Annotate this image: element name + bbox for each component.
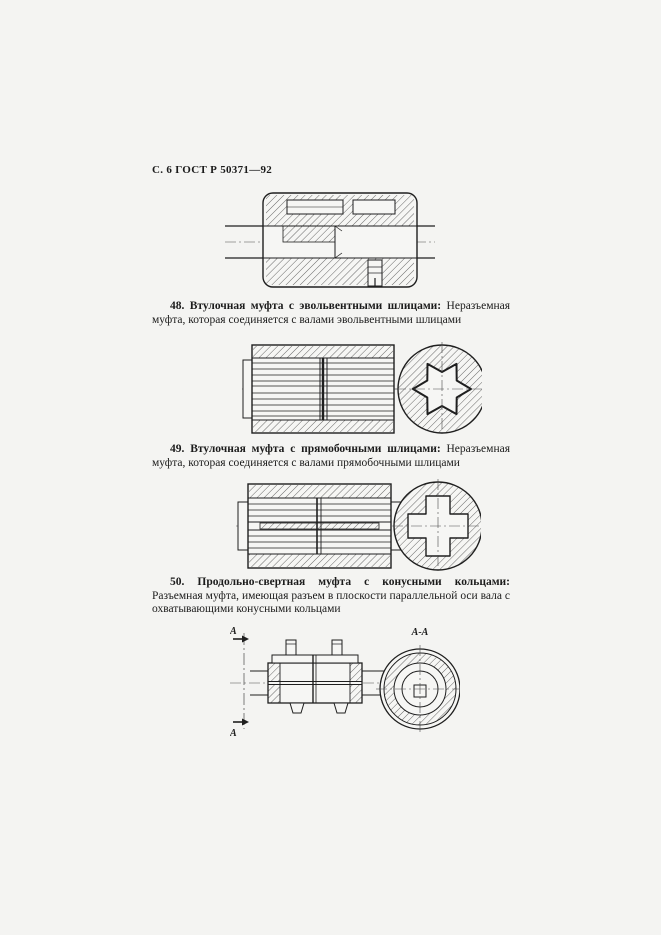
entry-50: 50. Продольно-свертная муфта с конусными… xyxy=(152,576,510,617)
entry-48: 48. Втулочная муфта с эвольвентными шлиц… xyxy=(152,300,510,327)
section-cut-label-top: А xyxy=(230,626,237,637)
sleeve-coupling-svg xyxy=(225,192,435,288)
entry-48-definition: Неразъемная муфта, которая соединяется с… xyxy=(152,300,511,326)
section-cut-label-bottom: А xyxy=(230,728,237,738)
figure-split-coupling-drawing: А А А-А xyxy=(230,623,661,738)
entry-49-definition: Неразъемная муфта, которая соединяется с… xyxy=(152,443,510,469)
involute-spline-svg xyxy=(242,342,482,436)
entry-48-number: 48. xyxy=(170,300,185,312)
section-label: А-А xyxy=(411,627,429,638)
figure-involute-spline-drawing xyxy=(242,339,661,439)
entry-50-term: Продольно-свертная муфта с конусными кол… xyxy=(197,576,510,588)
entry-49: 49. Втулочная муфта с прямобочными шлица… xyxy=(152,443,510,470)
entry-50-definition: Разъемная муфта, имеющая разъем в плоско… xyxy=(152,589,510,616)
page-header: С. 6 ГОСТ Р 50371—92 xyxy=(152,164,273,176)
split-coupling-svg: А А А-А xyxy=(230,626,460,738)
entry-49-term: Втулочная муфта с прямобочными шлицами: xyxy=(190,443,441,455)
entry-49-number: 49. xyxy=(170,443,185,455)
entry-50-number: 50. xyxy=(170,576,185,588)
figure-sleeve-coupling-drawing xyxy=(225,190,661,290)
straight-spline-svg xyxy=(236,479,481,573)
figure-straight-spline-drawing xyxy=(236,476,661,576)
entry-48-term: Втулочная муфта с эвольвентными шлицами: xyxy=(189,300,442,312)
